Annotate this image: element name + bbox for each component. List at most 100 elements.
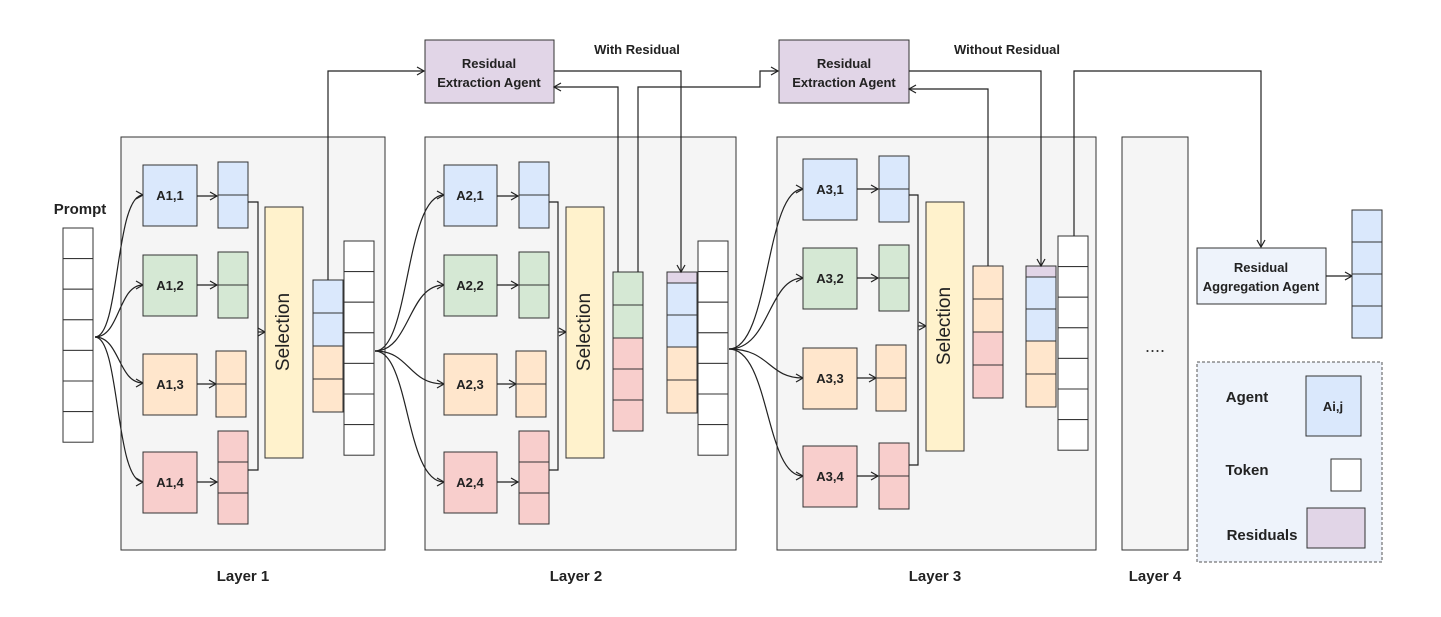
context-token	[697, 332, 729, 364]
layer-2-selection-label: Selection	[574, 293, 595, 371]
layer-1-agent-outputs	[215, 161, 249, 525]
context-token	[1057, 327, 1089, 359]
agent-label: A3,1	[816, 182, 843, 197]
layer-2-selection-box	[565, 206, 605, 459]
layer-3-context-tokens	[1057, 235, 1089, 451]
agent-output-token	[217, 461, 249, 494]
selected-token	[312, 378, 344, 413]
context-token	[697, 271, 729, 303]
layer-2-to-layer-3-arrows	[728, 184, 805, 481]
extraction-agent-2-line1: Residual	[817, 56, 871, 71]
context-token	[697, 362, 729, 395]
layer-1-agent-output-arrows	[197, 191, 219, 487]
agent-output-token	[518, 430, 550, 463]
extraction-2-residual-arrow	[909, 70, 1046, 268]
context-token	[697, 240, 729, 273]
agent-output-token	[875, 344, 907, 379]
layer-3-agents: A3,1 A3,2 A3,3 A3,4	[802, 158, 858, 508]
agent-label: A3,3	[816, 371, 843, 386]
extraction-agent-1-line2: Extraction Agent	[437, 75, 541, 90]
layer-3-agent-outputs	[875, 155, 910, 510]
aggregation-agent-box	[1196, 247, 1327, 305]
extraction-1-residual-arrow	[554, 70, 686, 274]
context-token	[1057, 235, 1089, 268]
layer-3-selection-to-extraction-arrow	[907, 84, 989, 266]
legend-token-label: Token	[1225, 462, 1268, 479]
prompt-token	[62, 380, 94, 413]
context-token	[343, 424, 375, 456]
residual-token	[666, 282, 698, 316]
context-token	[343, 271, 375, 303]
agent-label: A1,4	[156, 475, 184, 490]
layer-2-to-extraction-2-arrow	[637, 66, 780, 272]
layer-3-to-aggregation-arrow	[1073, 70, 1266, 249]
layer-2-agent-output-arrows	[497, 191, 520, 487]
agent-output-token	[215, 383, 247, 418]
agent-label: A1,3	[156, 377, 183, 392]
selected-token	[612, 271, 644, 306]
agent-output-token	[878, 277, 910, 312]
context-token	[343, 332, 375, 364]
agent-box	[802, 158, 858, 221]
layer-2-bracket	[549, 201, 559, 471]
selected-token	[612, 399, 644, 432]
residual-token	[666, 379, 698, 414]
agent-output-token	[518, 194, 550, 229]
layer-3-selected-tokens	[972, 265, 1004, 399]
layer-2-residual-tokens	[666, 271, 698, 414]
agent-output-token	[515, 350, 547, 385]
agent-output-token	[217, 161, 249, 196]
agent-label: A2,1	[456, 188, 483, 203]
agent-output-token	[217, 492, 249, 525]
prompt-token	[62, 288, 94, 321]
agent-output-token	[518, 284, 550, 319]
layer-3-residual-tokens	[1025, 265, 1057, 408]
agent-label: A2,3	[456, 377, 483, 392]
prompt-token-stack	[62, 227, 94, 443]
prompt-fanout-arrows	[94, 190, 145, 487]
selected-token	[612, 337, 644, 370]
agent-box	[802, 247, 858, 310]
selected-token	[612, 304, 644, 339]
residual-token	[666, 271, 698, 284]
residual-token	[666, 346, 698, 381]
layer-3-selection-box	[925, 201, 965, 452]
agent-output-token	[518, 461, 550, 494]
with-residual-note: With Residual	[594, 42, 680, 57]
extraction-agent-2-line2: Extraction Agent	[792, 75, 896, 90]
agent-output-token	[878, 188, 910, 223]
agent-output-token	[217, 194, 249, 229]
residual-token	[1025, 373, 1057, 408]
context-token	[343, 240, 375, 273]
residual-token	[1025, 308, 1057, 342]
selected-token	[972, 331, 1004, 366]
selected-token	[612, 368, 644, 401]
layer-3-selection-label: Selection	[934, 287, 955, 365]
layer-4-ellipsis: ....	[1145, 336, 1165, 356]
extraction-agent-1-box	[424, 39, 555, 104]
agent-output-token	[515, 383, 547, 418]
layer-2-context-tokens	[697, 240, 729, 456]
agent-box	[443, 451, 498, 514]
selected-token	[972, 298, 1004, 333]
selected-token	[312, 312, 344, 347]
agent-label: A3,4	[816, 469, 844, 484]
context-token	[1057, 388, 1089, 421]
legend-residuals-label: Residuals	[1227, 527, 1298, 544]
agent-output-token	[875, 377, 907, 412]
residual-token	[666, 314, 698, 348]
prompt-label: Prompt	[54, 201, 107, 218]
agent-output-token	[217, 251, 249, 286]
agent-output-token	[217, 284, 249, 319]
selected-token	[312, 279, 344, 314]
agent-box	[802, 445, 858, 508]
layer-1-context-tokens	[343, 240, 375, 456]
aggregation-agent-line2: Aggregation Agent	[1203, 279, 1320, 294]
aggregation-output-token	[1351, 241, 1383, 275]
aggregation-agent-line1: Residual	[1234, 260, 1288, 275]
layer-1-to-layer-2-arrows	[374, 190, 446, 487]
agent-output-token	[878, 244, 910, 279]
aggregation-output-token	[1351, 273, 1383, 307]
agent-label: A3,2	[816, 271, 843, 286]
